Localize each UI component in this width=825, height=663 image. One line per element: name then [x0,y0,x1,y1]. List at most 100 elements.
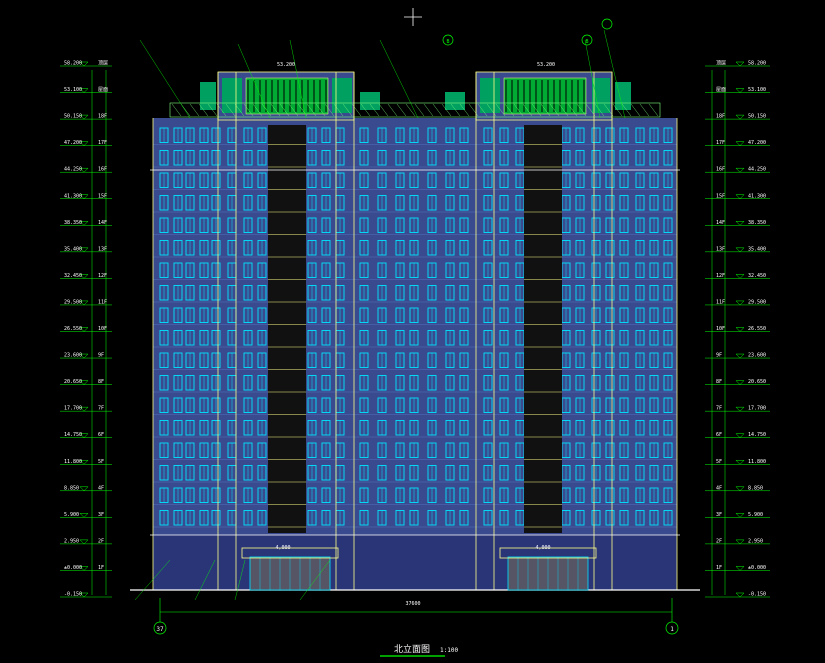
level-elev-left: 20.650 [64,379,82,385]
level-elev-right: 41.300 [748,193,766,199]
axis-bubble-right [665,621,679,635]
level-elev-right: 50.150 [748,114,766,120]
truss-diagonal [603,103,614,117]
level-elev-right: 23.600 [748,353,766,359]
level-elev-left: 41.300 [64,193,82,199]
level-name-left: 1F [98,565,104,571]
roof-green-block [332,78,352,113]
level-name-left: 3F [98,512,104,518]
leader-line [234,559,246,601]
level-name-right: 3F [716,512,722,518]
level-elev-right: 53.100 [748,87,766,93]
level-symbol-left [79,566,89,571]
level-symbol-right [735,141,745,147]
truss-diagonal [549,103,560,117]
truss-diagonal [288,103,299,117]
level-name-left: 15F [98,193,107,199]
leader-line [237,43,271,119]
roof-green-block [200,82,216,110]
level-elev-left: 11.800 [64,459,82,465]
truss-diagonal [531,103,542,117]
level-symbol-left [79,221,89,226]
level-elev-left: 44.250 [64,167,82,173]
level-elev-left: 32.450 [64,273,82,279]
level-name-right: 12F [716,273,725,279]
level-name-left: 17F [98,140,107,146]
truss-diagonal [405,103,416,117]
level-symbol-right [735,433,745,439]
level-elev-left: 35.400 [64,246,82,252]
grid-tag-right: B [585,39,588,45]
level-name-left: 11F [98,299,107,305]
leader-line [584,39,601,119]
truss-diagonal [567,103,578,117]
level-symbol-right [735,380,745,385]
level-symbol-right [735,114,745,120]
level-name-right: 17F [716,140,725,146]
level-elev-right: 29.500 [748,299,766,305]
truss-diagonal [387,103,398,117]
level-symbol-left [79,513,89,518]
leader-line [134,559,171,601]
leader-line [299,559,331,601]
level-name-right: 8F [716,379,722,385]
leader-line [379,39,419,119]
truss-diagonal [324,103,335,117]
truss-diagonal [630,103,641,117]
canopy-right [499,547,597,559]
truss-diagonal [243,103,254,117]
level-elev-left: 17.700 [64,406,82,412]
level-elev-left: 14.750 [64,432,82,438]
level-symbol-right [735,513,745,518]
truss-diagonal [198,103,209,117]
level-symbol-left [79,247,89,253]
level-name-left: 顶层 [98,61,108,67]
truss-diagonal [576,103,587,117]
roof-green-block [360,92,380,110]
level-name-left: 18F [98,114,107,120]
level-symbol-left [79,327,89,332]
roof-green-block [222,78,242,113]
level-name-left: 10F [98,326,107,332]
grid-tag-left: B [446,39,449,45]
level-elev-right: 14.750 [748,432,766,438]
level-name-right: 5F [716,459,722,465]
truss-diagonal [306,103,317,117]
level-elev-right: ±0.000 [748,565,766,571]
level-elev-right: 8.850 [748,485,763,491]
truss-diagonal [648,103,659,117]
truss-diagonal [333,103,344,117]
truss-diagonal [351,103,362,117]
level-symbol-right [735,592,745,598]
truss-diagonal [315,103,326,117]
facade-body [153,118,677,590]
grid-bubble [601,18,613,30]
truss-diagonal [423,103,434,117]
level-symbol-right [735,406,745,412]
leader-line [603,29,626,119]
level-elev-right: 58.200 [748,61,766,67]
level-name-left: 8F [98,379,104,385]
truss-diagonal [378,103,389,117]
level-elev-right: 2.950 [748,538,763,544]
roof-louver-left [245,77,329,115]
truss-diagonal [621,103,632,117]
level-elev-left: 38.350 [64,220,82,226]
level-elev-right: 11.800 [748,459,766,465]
level-name-right: 7F [716,406,722,412]
level-name-right: 10F [716,326,725,332]
level-name-right: 2F [716,538,722,544]
level-symbol-right [735,566,745,571]
level-name-right: 屋面 [716,87,726,93]
level-symbol-left [79,274,89,279]
truss-diagonal [369,103,380,117]
level-elev-left: 58.200 [64,61,82,67]
level-elev-right: 26.550 [748,326,766,332]
level-elev-right: 47.200 [748,140,766,146]
truss-diagonal [216,103,227,117]
level-name-right: 16F [716,167,725,173]
axis-left-label: 37 [156,626,164,633]
grid-bubble [442,34,454,46]
level-symbol-left [79,300,89,306]
